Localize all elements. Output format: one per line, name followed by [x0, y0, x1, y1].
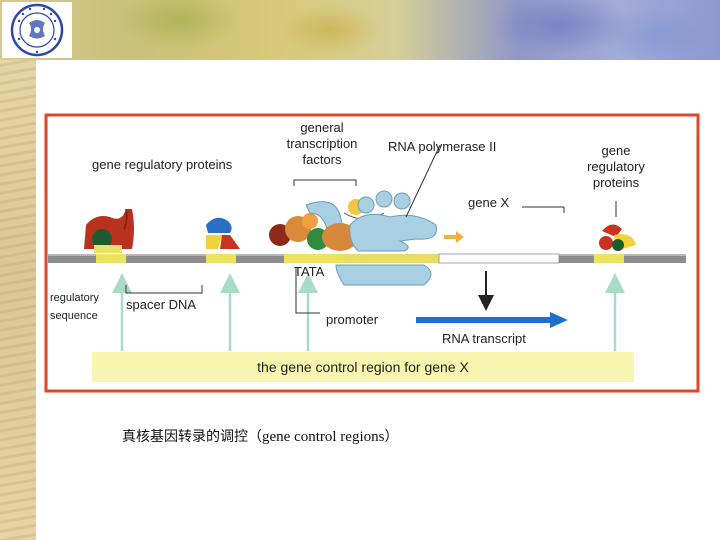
slide-caption: 真核基因转录的调控（gene control regions） — [122, 426, 398, 446]
regulatory-protein-left-2 — [206, 217, 240, 249]
regulatory-protein-left-1 — [84, 208, 134, 253]
university-seal-icon — [10, 3, 64, 57]
spacer-dna-label: spacer DNA — [126, 297, 196, 312]
regulatory-sequence-line-2: sequence — [50, 310, 98, 322]
promoter-label: promoter — [326, 312, 379, 327]
top-decorative-banner — [0, 0, 720, 60]
control-region-label: the gene control region for gene X — [257, 359, 469, 375]
diagram-figure: the gene control region for gene X — [44, 113, 700, 393]
gene-regulatory-proteins-left-label: gene regulatory proteins — [92, 157, 233, 172]
label-lines — [125, 144, 617, 314]
gene-regulatory-proteins-right-line-1: gene — [602, 143, 631, 158]
gene-control-diagram: the gene control region for gene X — [44, 113, 700, 393]
rna-transcript-arrow — [416, 312, 568, 328]
caption-cjk: 真核基因转录的调控（ — [122, 429, 262, 445]
regulatory-sequence-line-1: regulatory — [50, 292, 99, 304]
general-tf-label-line-1: general — [300, 120, 343, 135]
diagram-frame — [44, 113, 700, 393]
dna-strand — [48, 253, 686, 264]
control-region-bar — [92, 352, 634, 382]
rna-polymerase-label: RNA polymerase II — [388, 139, 496, 154]
gene-regulatory-proteins-right-line-2: regulatory — [587, 159, 645, 174]
gene-regulatory-proteins-right-line-3: proteins — [593, 175, 640, 190]
university-logo — [2, 2, 72, 58]
transcription-complex — [269, 190, 464, 286]
tata-label: TATA — [294, 264, 325, 279]
gene-x-label: gene X — [468, 195, 510, 210]
rna-transcript-label: RNA transcript — [442, 331, 526, 346]
left-decorative-strip — [0, 0, 36, 540]
general-tf-label-line-3: factors — [302, 152, 342, 167]
regulatory-protein-right — [599, 224, 636, 251]
caption-close: ） — [384, 429, 399, 445]
caption-latin: gene control regions — [262, 429, 385, 445]
general-tf-label-line-2: transcription — [287, 136, 358, 151]
